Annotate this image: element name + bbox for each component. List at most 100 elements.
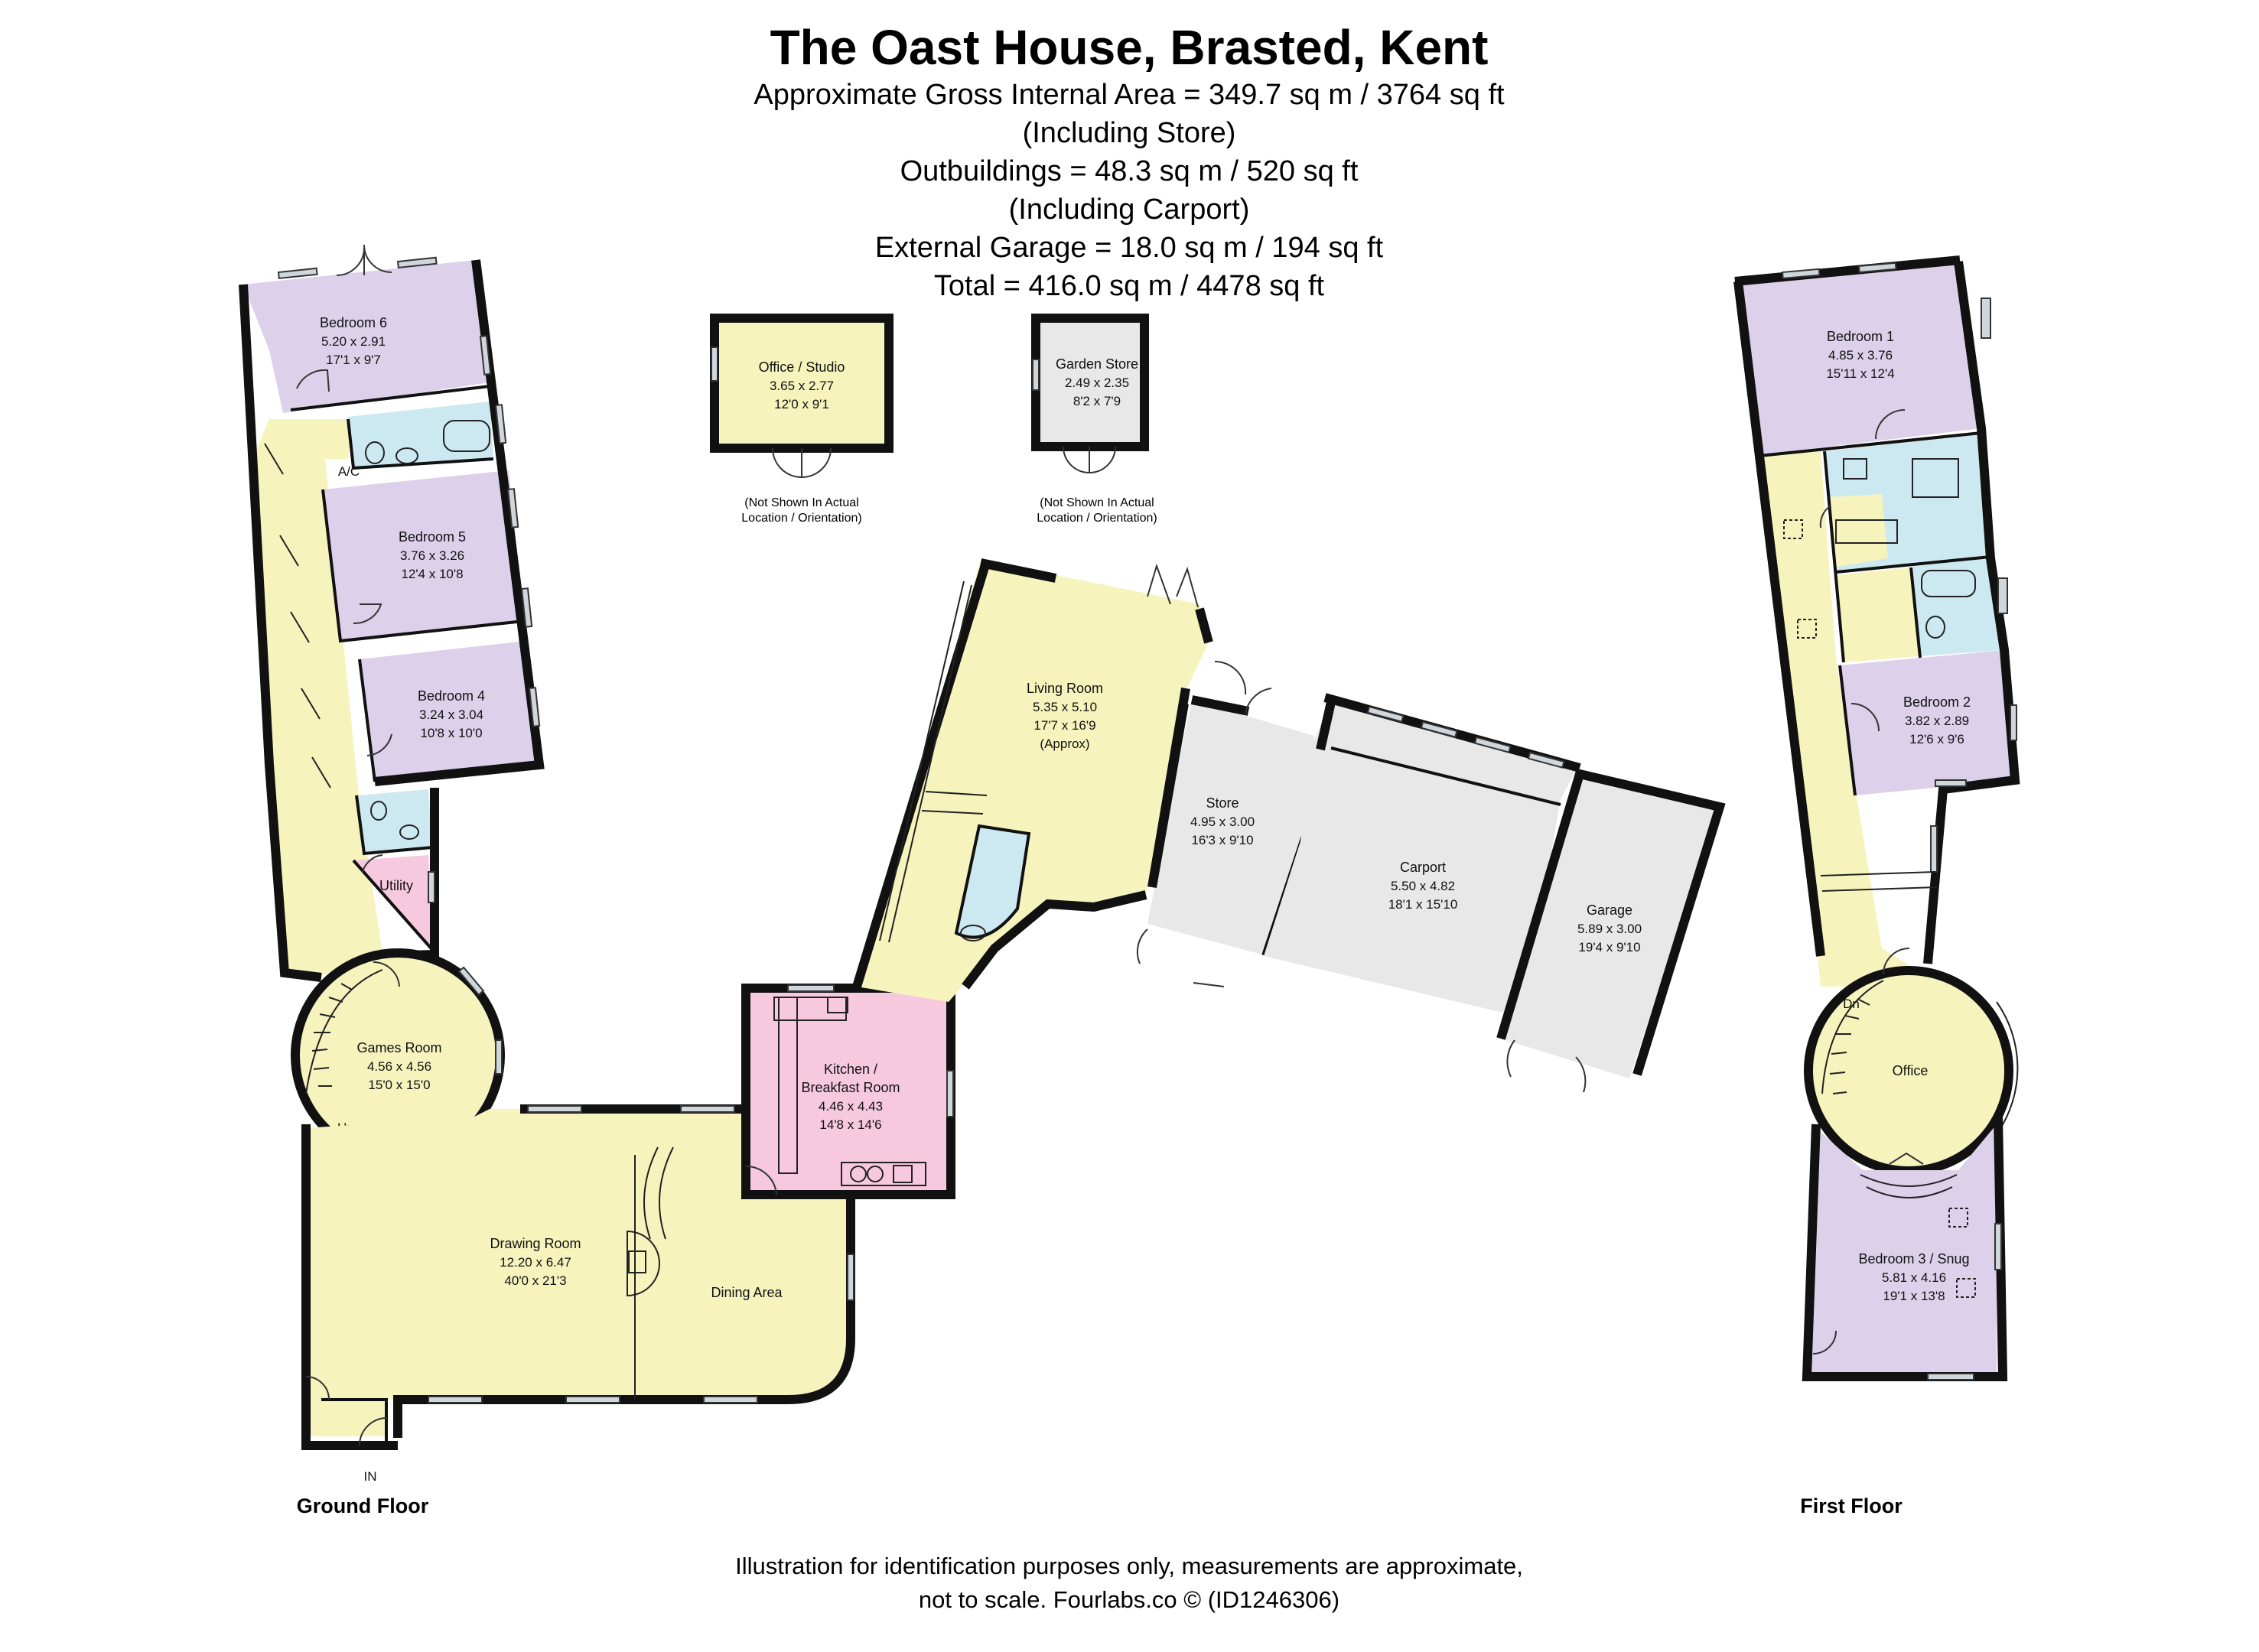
family-bathroom <box>1912 555 2003 656</box>
bedroom-2 <box>1840 650 2015 795</box>
bedroom-2-label: Bedroom 2 <box>1903 694 1971 710</box>
stair-treads <box>1829 998 1870 1094</box>
window <box>2010 704 2017 741</box>
window <box>1781 268 1821 280</box>
kitchen-counter-left <box>778 997 798 1174</box>
toilet <box>1925 616 1945 639</box>
garden-store-floor <box>1036 318 1144 447</box>
living-room-wall-north <box>979 558 1057 583</box>
toilet <box>1843 458 1867 480</box>
drawing-room-metric: 12.20 x 6.47 <box>500 1255 571 1270</box>
area-line-5: External Garage = 18.0 sq m / 194 sq ft <box>875 232 1384 264</box>
carport-label: Carport <box>1400 860 1446 875</box>
bath2-wall <box>1909 567 1922 659</box>
window <box>528 687 541 727</box>
first-floor-west-wall <box>1733 281 1825 957</box>
drawing-room-floor <box>306 1109 851 1436</box>
store-wall-north <box>1190 695 1250 716</box>
bath <box>443 420 490 452</box>
door <box>353 603 382 625</box>
window <box>1930 825 1938 873</box>
door <box>1875 409 1906 440</box>
door <box>1883 948 1910 975</box>
window <box>428 1396 483 1403</box>
office-label: Office <box>1893 1063 1929 1078</box>
store-wall-west <box>1147 702 1189 889</box>
door <box>362 854 383 873</box>
window <box>457 966 485 997</box>
living-room-wall-east <box>1195 607 1213 644</box>
carport-metric: 5.50 x 4.82 <box>1391 879 1455 893</box>
garage-metric: 5.89 x 3.00 <box>1577 922 1642 936</box>
washbasin <box>399 824 419 840</box>
office-studio-imperial: 12'0 x 9'1 <box>774 397 829 411</box>
garden-store-imperial: 8'2 x 7'9 <box>1073 394 1121 408</box>
window <box>396 256 438 269</box>
area-line-2: (Including Store) <box>1023 117 1236 149</box>
office-stair <box>1821 980 1884 1094</box>
toilet <box>960 925 986 941</box>
door <box>296 369 330 392</box>
wardrobe-lines <box>264 443 331 789</box>
west-wing-outer-wall <box>239 284 322 982</box>
utility-label: Utility <box>379 878 413 893</box>
area-line-1: Approximate Gross Internal Area = 349.7 … <box>754 79 1505 111</box>
window <box>277 267 318 280</box>
carport-inner-wall <box>1330 746 1561 806</box>
entrance-lobby <box>321 1398 388 1446</box>
door <box>373 961 400 987</box>
step-line <box>925 791 988 796</box>
window <box>1857 262 1897 274</box>
gallery-rail <box>1996 1001 2019 1133</box>
bedroom-4 <box>360 641 539 782</box>
bedroom-1-imperial: 15'11 x 12'4 <box>1826 366 1894 381</box>
bedroom-2-metric: 3.82 x 2.89 <box>1905 714 1969 728</box>
games-room-imperial: 15'0 x 15'0 <box>368 1078 430 1092</box>
window <box>428 871 435 903</box>
bedroom-6-imperial: 17'1 x 9'7 <box>326 353 381 367</box>
washbasin <box>395 447 418 464</box>
fireplace <box>627 1230 660 1297</box>
window <box>479 335 492 376</box>
drawing-room-label: Drawing Room <box>490 1236 581 1251</box>
bedroom-6-wall <box>290 385 490 411</box>
living-room-wall-south <box>962 890 1147 990</box>
toilet <box>370 801 387 821</box>
bedroom-3-metric: 5.81 x 4.16 <box>1882 1270 1946 1285</box>
disclaimer-line-1: Illustration for identification purposes… <box>735 1553 1523 1579</box>
kitchen-counter-top <box>773 997 847 1021</box>
garage-wall <box>1496 768 1726 1076</box>
window <box>520 587 533 628</box>
garden-store-metric: 2.49 x 2.35 <box>1065 376 1129 390</box>
bedroom-4-metric: 3.24 x 3.04 <box>419 707 483 722</box>
office-floor <box>1813 975 2004 1166</box>
window <box>711 346 718 382</box>
stair-treads <box>311 983 353 1087</box>
west-corridor <box>252 419 382 975</box>
garden-store: Garden Store 2.49 x 2.35 8'2 x 7'9 (Not … <box>1031 314 1157 525</box>
rooflight <box>1948 1208 1968 1228</box>
ensuite-wall-2 <box>1835 555 1991 574</box>
bifold-door <box>1147 563 1199 608</box>
bath <box>1921 570 1976 597</box>
bedroom-5-metric: 3.76 x 3.26 <box>400 548 464 563</box>
bedroom-5 <box>323 470 524 641</box>
double-door <box>1889 1152 1924 1165</box>
ground-floor-west-wing: Bedroom 6 5.20 x 2.91 17'1 x 9'7 A/C Bed… <box>239 244 545 982</box>
bedroom-2-wall <box>1838 665 1857 796</box>
door <box>1819 506 1831 528</box>
window <box>1366 705 1405 723</box>
window <box>1032 359 1040 391</box>
glazing-line <box>888 584 972 943</box>
front-door <box>359 1417 388 1446</box>
double-door <box>1214 660 1272 715</box>
living-room-note: (Approx) <box>1040 737 1089 751</box>
bedroom-6-metric: 5.20 x 2.91 <box>321 334 386 349</box>
ac-label: A/C <box>338 464 360 479</box>
carport-wall-west <box>1316 701 1336 751</box>
header: The Oast House, Brasted, Kent Approximat… <box>754 20 1505 302</box>
kitchen-imperial: 14'8 x 14'6 <box>819 1117 881 1132</box>
landing-line <box>1820 871 1936 876</box>
hob <box>893 1165 913 1183</box>
